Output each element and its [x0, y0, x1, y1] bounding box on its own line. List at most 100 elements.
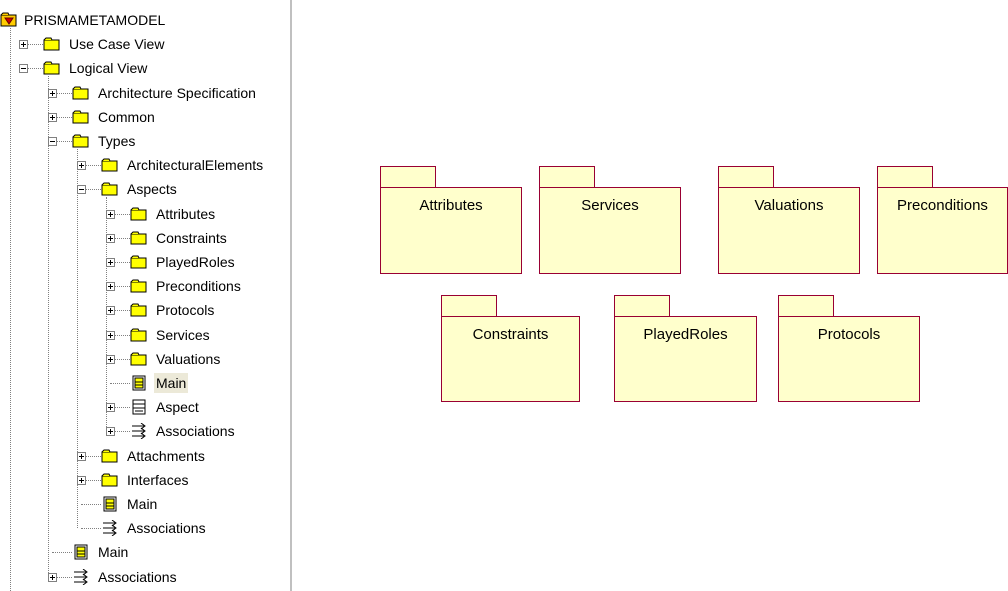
folder-icon	[130, 230, 148, 246]
tree-node-label[interactable]: Common	[98, 108, 155, 125]
tree-branch-line	[81, 504, 101, 505]
associations-icon	[130, 422, 148, 440]
tree-branch-line	[52, 116, 72, 118]
tree-node-label[interactable]: Preconditions	[156, 278, 241, 295]
tree-node-label[interactable]: Constraints	[156, 229, 227, 246]
tree-branch-line	[110, 262, 130, 263]
tree-branch-line	[52, 576, 72, 578]
package-preconditions[interactable]: Preconditions	[877, 166, 1008, 274]
tree-node-label[interactable]: Main	[127, 496, 158, 512]
tree-branch-line	[81, 189, 101, 191]
expand-toggle[interactable]	[48, 88, 57, 98]
expand-toggle[interactable]	[77, 161, 86, 171]
tree-node-label[interactable]: Associations	[156, 423, 235, 440]
tree-node-label[interactable]: Aspect	[156, 399, 199, 416]
tree-branch-line	[81, 165, 101, 167]
tree-branch-line	[23, 68, 43, 70]
tree-node-label[interactable]: ArchitecturalElements	[127, 157, 264, 174]
package-tab	[441, 295, 497, 317]
tree-branch-line	[110, 407, 130, 409]
package-valuations[interactable]: Valuations	[718, 166, 860, 274]
package-body	[380, 187, 522, 274]
tree-panel-border[interactable]	[290, 0, 292, 591]
class-diagram-icon	[72, 544, 90, 560]
folder-icon	[72, 133, 90, 149]
expand-toggle[interactable]	[106, 258, 115, 267]
tree-node-label[interactable]: Main	[154, 373, 189, 393]
tree-node-label[interactable]: Logical View	[69, 60, 148, 77]
model-icon	[0, 12, 18, 28]
tree-branch-line	[110, 383, 130, 384]
tree-node-label[interactable]: Services	[156, 326, 210, 343]
tree-node-label[interactable]: PlayedRoles	[156, 254, 235, 270]
expand-toggle[interactable]	[106, 427, 115, 437]
folder-icon	[130, 278, 148, 294]
tree-branch-line	[110, 286, 130, 288]
expand-toggle[interactable]	[77, 475, 86, 485]
package-name: PlayedRoles	[643, 326, 728, 343]
tree-node-label[interactable]: Attributes	[156, 205, 216, 222]
tree-branch-line	[110, 358, 130, 360]
tree-node-label[interactable]: Interfaces	[127, 471, 189, 488]
package-name: Valuations	[754, 197, 824, 214]
expand-toggle[interactable]	[106, 330, 115, 340]
package-body	[718, 187, 860, 274]
package-name: Preconditions	[897, 197, 988, 214]
associations-icon	[101, 519, 119, 537]
package-name: Constraints	[472, 326, 549, 343]
collapse-toggle[interactable]	[48, 137, 57, 146]
tree-node-label[interactable]: Use Case View	[69, 36, 165, 53]
folder-icon	[130, 254, 148, 270]
package-tab	[380, 166, 436, 188]
collapse-toggle[interactable]	[19, 64, 28, 74]
package-attributes[interactable]: Attributes	[380, 166, 522, 274]
package-protocols[interactable]: Protocols	[778, 295, 920, 402]
class-icon	[130, 399, 148, 415]
tree-branch-line	[110, 213, 130, 215]
folder-icon	[130, 351, 148, 367]
tree-node-label[interactable]: Protocols	[156, 302, 215, 319]
tree-connector-line	[10, 28, 11, 591]
folder-icon	[130, 302, 148, 318]
expand-toggle[interactable]	[48, 572, 57, 582]
folder-icon	[101, 472, 119, 488]
package-tab	[614, 295, 670, 317]
tree-node-label[interactable]: Attachments	[127, 447, 205, 464]
package-playedroles[interactable]: PlayedRoles	[614, 295, 757, 402]
tree-node-label[interactable]: Associations	[98, 568, 177, 585]
folder-icon	[43, 60, 61, 76]
expand-toggle[interactable]	[48, 112, 57, 122]
expand-toggle[interactable]	[106, 233, 115, 243]
tree-branch-line	[110, 237, 130, 239]
tree-node-label[interactable]: Types	[98, 133, 136, 149]
expand-toggle[interactable]	[77, 451, 86, 461]
expand-toggle[interactable]	[106, 354, 115, 364]
package-body	[614, 316, 757, 402]
folder-icon	[72, 85, 90, 101]
expand-toggle[interactable]	[106, 306, 115, 316]
tree-connector-line	[48, 76, 49, 577]
package-constraints[interactable]: Constraints	[441, 295, 580, 402]
package-services[interactable]: Services	[539, 166, 681, 274]
tree-node-label[interactable]: Architecture Specification	[98, 84, 256, 101]
expand-toggle[interactable]	[106, 282, 115, 292]
tree-node-label[interactable]: Main	[98, 544, 129, 561]
package-body	[778, 316, 920, 402]
tree-branch-line	[110, 334, 130, 336]
tree-node-label[interactable]: PRISMAMETAMODEL	[24, 12, 166, 28]
expand-toggle[interactable]	[106, 403, 115, 413]
folder-icon	[43, 36, 61, 52]
collapse-toggle[interactable]	[77, 185, 86, 195]
tree-node-label[interactable]: Aspects	[127, 181, 177, 198]
expand-toggle[interactable]	[19, 40, 28, 50]
associations-icon	[72, 568, 90, 585]
package-name: Attributes	[419, 197, 483, 214]
tree-branch-line	[23, 44, 43, 46]
package-tab	[778, 295, 834, 317]
expand-toggle[interactable]	[106, 209, 115, 219]
tree-branch-line	[52, 92, 72, 94]
tree-branch-line	[81, 479, 101, 481]
tree-node-label[interactable]: Valuations	[156, 350, 221, 367]
tree-node-label[interactable]: Associations	[127, 520, 206, 537]
